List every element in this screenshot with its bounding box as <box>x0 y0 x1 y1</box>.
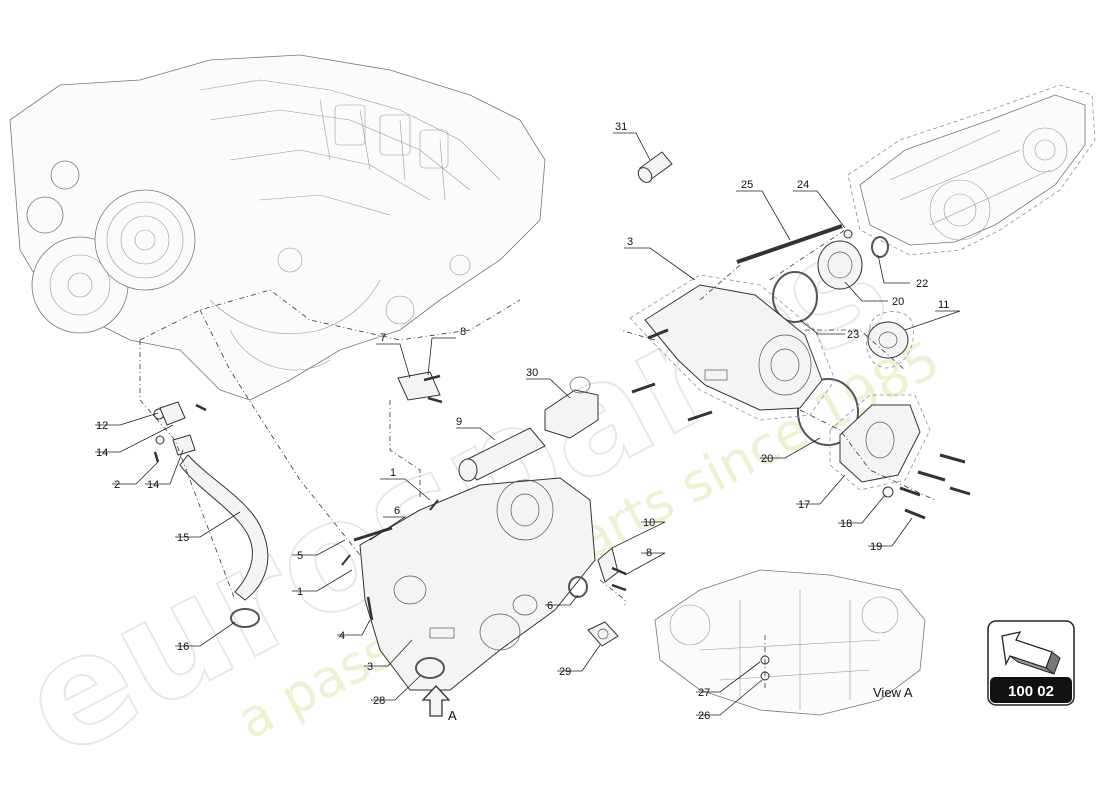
callout-16: 16 <box>177 641 189 653</box>
callout-14-right: 14 <box>147 479 159 491</box>
callout-14-left: 14 <box>96 447 108 459</box>
callout-1-upper: 1 <box>390 467 396 479</box>
callout-22: 22 <box>916 278 928 290</box>
leader-lines <box>95 132 961 716</box>
housing-drawing-upper-right <box>847 84 1096 256</box>
arrow-3d-icon <box>1001 631 1061 675</box>
callout-31: 31 <box>615 121 627 133</box>
callout-6-right: 6 <box>547 600 553 612</box>
callout-25: 25 <box>741 179 753 191</box>
view-arrow-label: A <box>448 708 457 723</box>
callout-12: 12 <box>96 420 108 432</box>
callout-7: 7 <box>380 332 386 344</box>
callout-24: 24 <box>797 179 809 191</box>
parts-drawing <box>153 151 971 691</box>
page-badge: 100 02 <box>987 620 1075 706</box>
callout-15: 15 <box>177 532 189 544</box>
callout-28: 28 <box>373 695 385 707</box>
callout-5: 5 <box>297 550 303 562</box>
callout-4: 4 <box>339 630 345 642</box>
callout-29: 29 <box>559 666 571 678</box>
callout-26: 26 <box>698 710 710 722</box>
callout-1-lower: 1 <box>297 586 303 598</box>
badge-text: 100 02 <box>1008 683 1054 700</box>
callout-10: 10 <box>643 517 655 529</box>
callout-2: 2 <box>114 479 120 491</box>
callout-6-left: 6 <box>394 505 400 517</box>
callout-23: 23 <box>847 329 859 341</box>
view-a-label: View A <box>873 685 913 700</box>
callout-3-lower: 3 <box>367 661 373 673</box>
callout-9: 9 <box>456 416 462 428</box>
callout-30: 30 <box>526 367 538 379</box>
callout-19: 19 <box>870 541 882 553</box>
callout-labels: 31 25 24 3 22 20 23 11 8 7 30 9 12 14 2 … <box>96 121 949 722</box>
engine-block-drawing <box>9 54 546 401</box>
callout-17: 17 <box>798 499 810 511</box>
assembly-center-lines <box>139 229 936 690</box>
callout-27: 27 <box>698 687 710 699</box>
callout-11: 11 <box>938 299 949 311</box>
callout-20-upper: 20 <box>892 296 904 308</box>
callout-20-lower: 20 <box>761 453 773 465</box>
callout-18: 18 <box>840 518 852 530</box>
callout-8-upper: 8 <box>460 326 466 338</box>
view-a-direction-arrow: A <box>421 685 457 723</box>
callout-3-upper: 3 <box>627 236 633 248</box>
callout-8-lower: 8 <box>646 547 652 559</box>
